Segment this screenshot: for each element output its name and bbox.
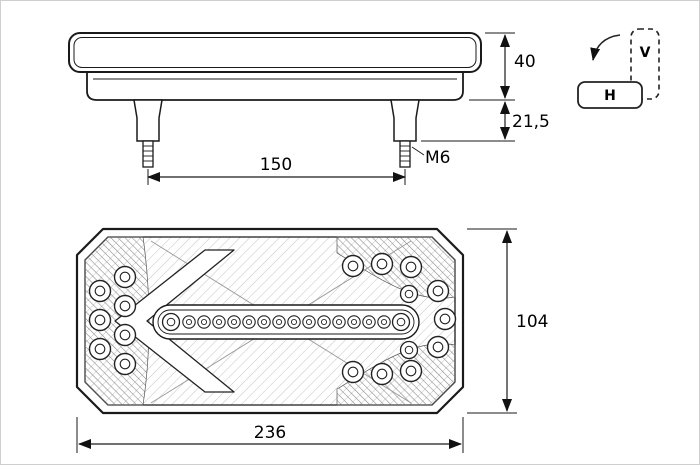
dim-label-150: 150 <box>260 155 292 175</box>
dimension-stud-height: 21,5 <box>421 101 550 142</box>
center-led-strip <box>152 304 420 340</box>
dimension-face-height: 104 <box>467 228 548 414</box>
vertical-label: V <box>640 45 651 61</box>
led-small <box>257 315 271 329</box>
dim-label-236: 236 <box>254 423 286 443</box>
led-medium <box>399 284 419 304</box>
left-threaded-pin <box>142 140 154 168</box>
led-big <box>113 323 137 347</box>
led-big <box>426 335 450 359</box>
led-small <box>362 315 376 329</box>
led-small <box>197 315 211 329</box>
led-big <box>370 362 394 386</box>
left-mounting-stud <box>133 99 163 142</box>
led-small <box>347 315 361 329</box>
dimension-face-width: 236 <box>76 417 464 453</box>
center-led-strip-inner <box>157 309 415 335</box>
side-view <box>68 32 482 168</box>
led-medium <box>399 340 419 360</box>
led-big <box>341 254 365 278</box>
led-big <box>341 360 365 384</box>
led-big <box>399 359 423 383</box>
led-big <box>113 294 137 318</box>
dim-label-40: 40 <box>514 52 536 72</box>
led-big <box>88 279 112 303</box>
dimension-body-height: 40 <box>469 32 536 101</box>
thread-callout: M6 <box>411 146 450 168</box>
led-small <box>302 315 316 329</box>
horizontal-label: H <box>604 88 616 104</box>
led-small <box>332 315 346 329</box>
right-threaded-pin <box>399 140 411 168</box>
dim-label-21-5: 21,5 <box>512 112 550 132</box>
dim-label-104: 104 <box>516 312 548 332</box>
led-big <box>433 307 457 331</box>
led-big <box>88 337 112 361</box>
led-small <box>182 315 196 329</box>
led-big <box>113 265 137 289</box>
rotation-arrow-icon <box>590 34 621 61</box>
led-big <box>113 352 137 376</box>
lamp-body-inner-line <box>73 37 477 68</box>
lamp-body-outline <box>68 32 482 73</box>
orientation-indicator: V H <box>577 28 660 109</box>
led-big <box>88 308 112 332</box>
led-big <box>370 252 394 276</box>
led-big <box>426 279 450 303</box>
right-mounting-stud <box>390 99 420 142</box>
led-small <box>272 315 286 329</box>
led-small <box>212 315 226 329</box>
led-small <box>377 315 391 329</box>
lamp-base-profile <box>86 71 464 101</box>
dimension-stud-spacing: 150 <box>147 155 406 185</box>
led-small <box>242 315 256 329</box>
horizontal-position-box <box>577 81 643 109</box>
indicator-arrow-shape <box>114 249 235 393</box>
led-small <box>227 315 241 329</box>
front-view <box>75 227 465 415</box>
thread-label: M6 <box>425 148 450 168</box>
led-small <box>317 315 331 329</box>
led-medium <box>161 312 181 332</box>
led-small <box>287 315 301 329</box>
led-medium <box>391 312 411 332</box>
led-big <box>399 255 423 279</box>
